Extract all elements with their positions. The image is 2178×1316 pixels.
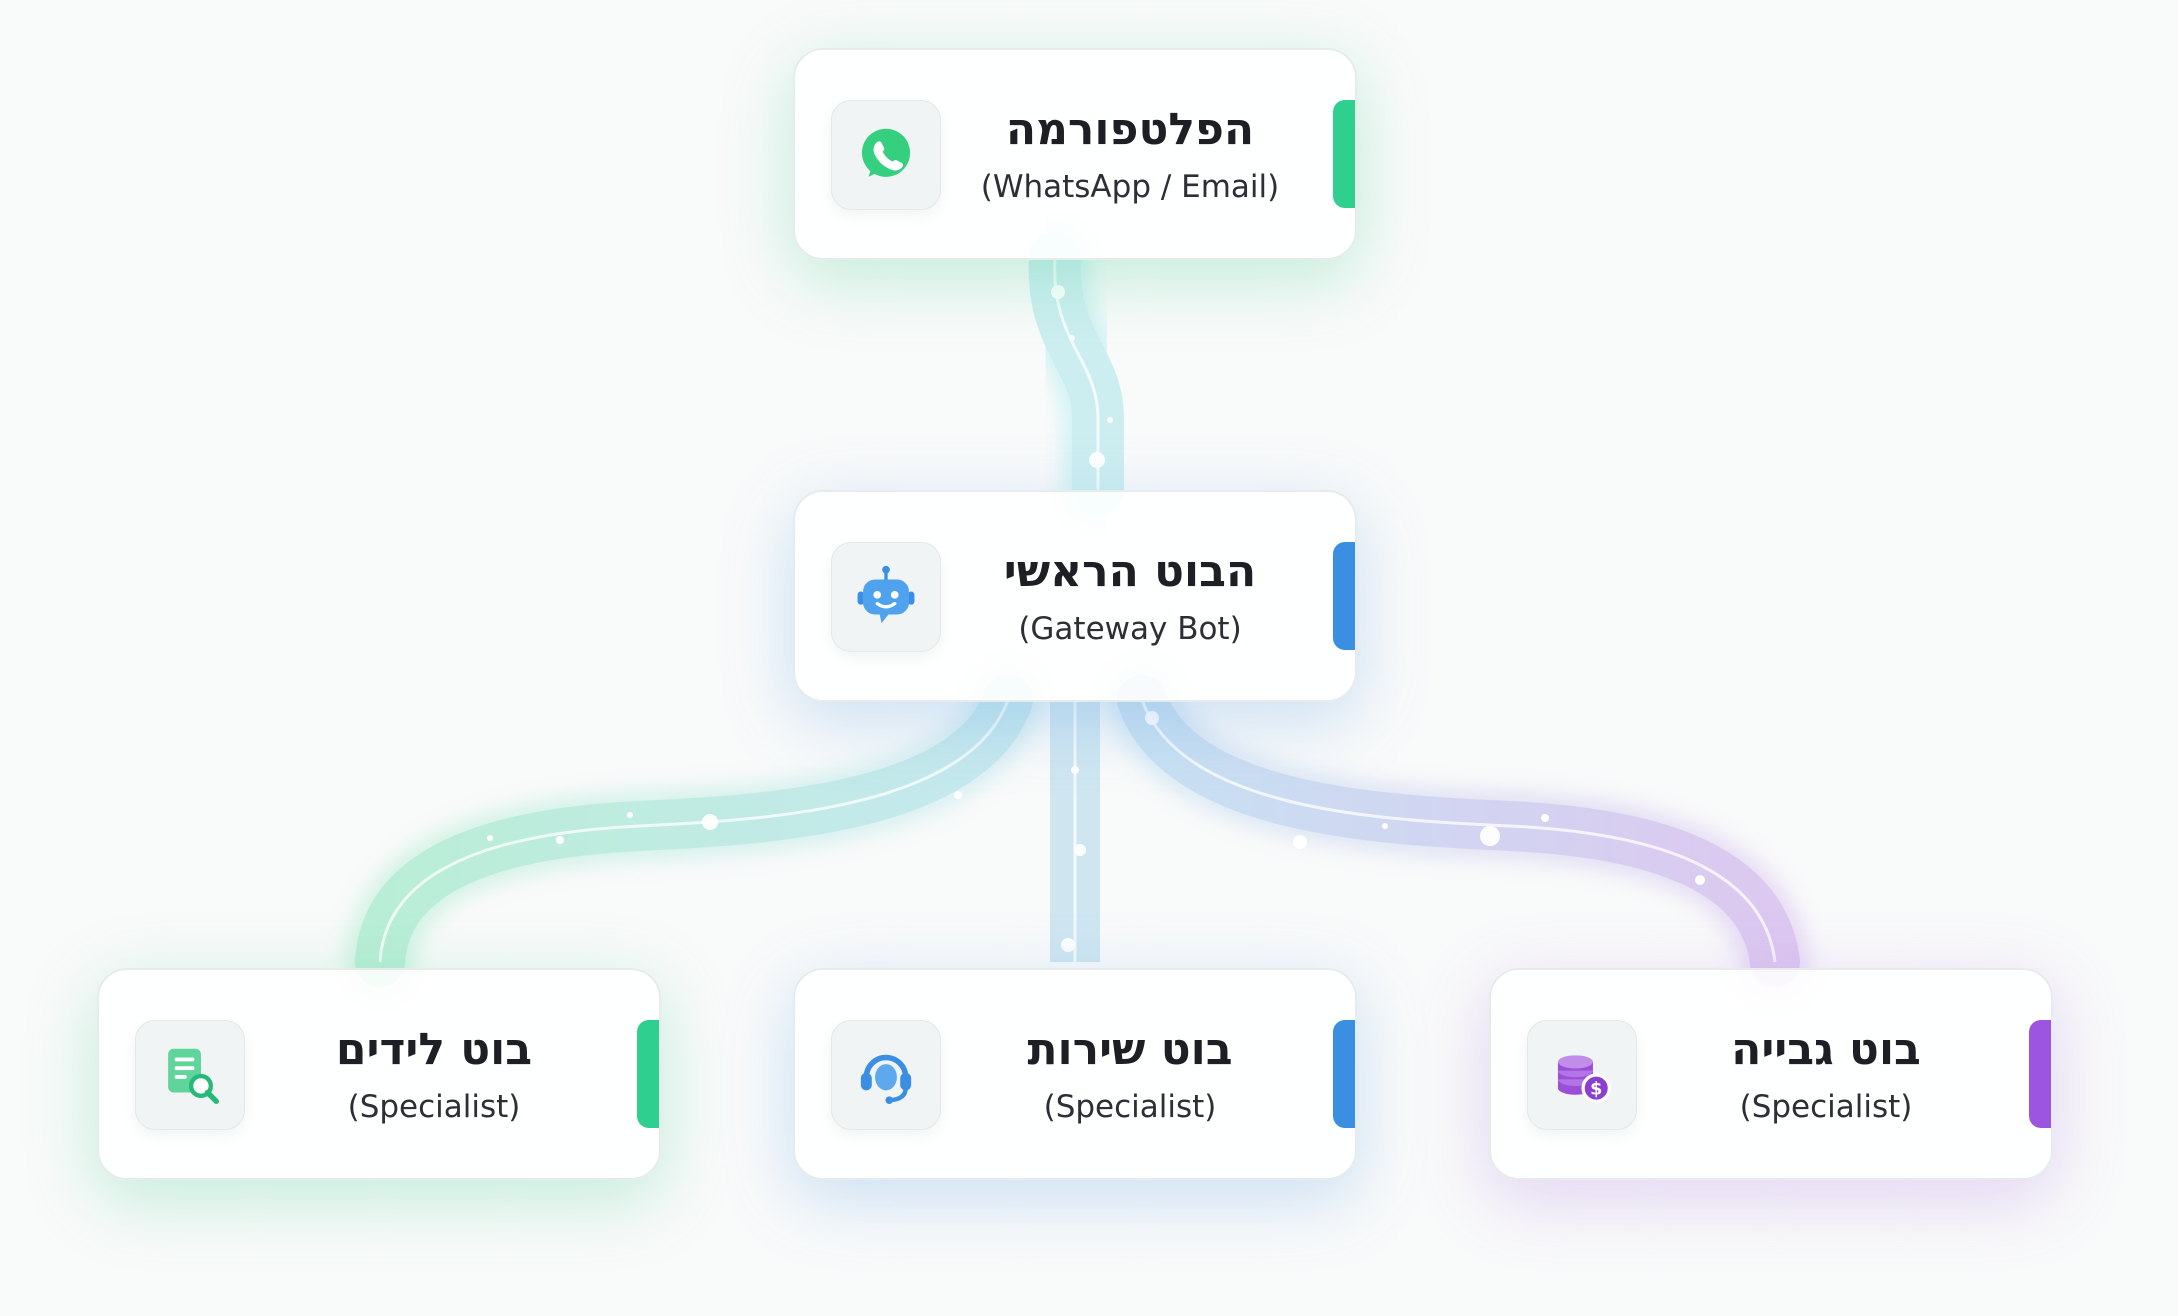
node-service: בוט שירות (Specialist) <box>793 968 1357 1180</box>
node-service-subtitle: (Specialist) <box>1043 1089 1217 1125</box>
node-platform-title: הפלטפורמה <box>1005 104 1255 155</box>
node-gateway-subtitle: (Gateway Bot) <box>1018 611 1242 647</box>
node-leads-subtitle: (Specialist) <box>347 1089 521 1125</box>
node-billing-accent <box>2029 1020 2051 1128</box>
node-gateway-title: הבוט הראשי <box>1003 546 1257 597</box>
flow-particles <box>487 285 1705 952</box>
connector-gateway-billing <box>1107 665 1810 997</box>
node-service-accent <box>1333 1020 1355 1128</box>
node-billing: $ בוט גבייה (Specialist) <box>1489 968 2053 1180</box>
robot-icon <box>831 542 941 652</box>
node-leads-accent <box>637 1020 659 1128</box>
node-gateway: הבוט הראשי (Gateway Bot) <box>793 490 1357 702</box>
node-gateway-accent <box>1333 542 1355 650</box>
node-platform-accent <box>1333 100 1355 208</box>
coins-dollar-icon: $ <box>1527 1020 1637 1130</box>
node-leads: בוט לידים (Specialist) <box>97 968 661 1180</box>
lead-search-icon <box>135 1020 245 1130</box>
node-billing-title: בוט גבייה <box>1731 1024 1921 1075</box>
node-billing-subtitle: (Specialist) <box>1739 1089 1913 1125</box>
node-platform-subtitle: (WhatsApp / Email) <box>980 169 1280 205</box>
node-service-title: בוט שירות <box>1027 1024 1233 1075</box>
connector-gateway-leads <box>345 665 1043 997</box>
whatsapp-icon <box>831 100 941 210</box>
node-leads-title: בוט לידים <box>335 1024 533 1075</box>
headset-icon <box>831 1020 941 1130</box>
svg-text:$: $ <box>1590 1080 1602 1100</box>
node-platform: הפלטפורמה (WhatsApp / Email) <box>793 48 1357 260</box>
